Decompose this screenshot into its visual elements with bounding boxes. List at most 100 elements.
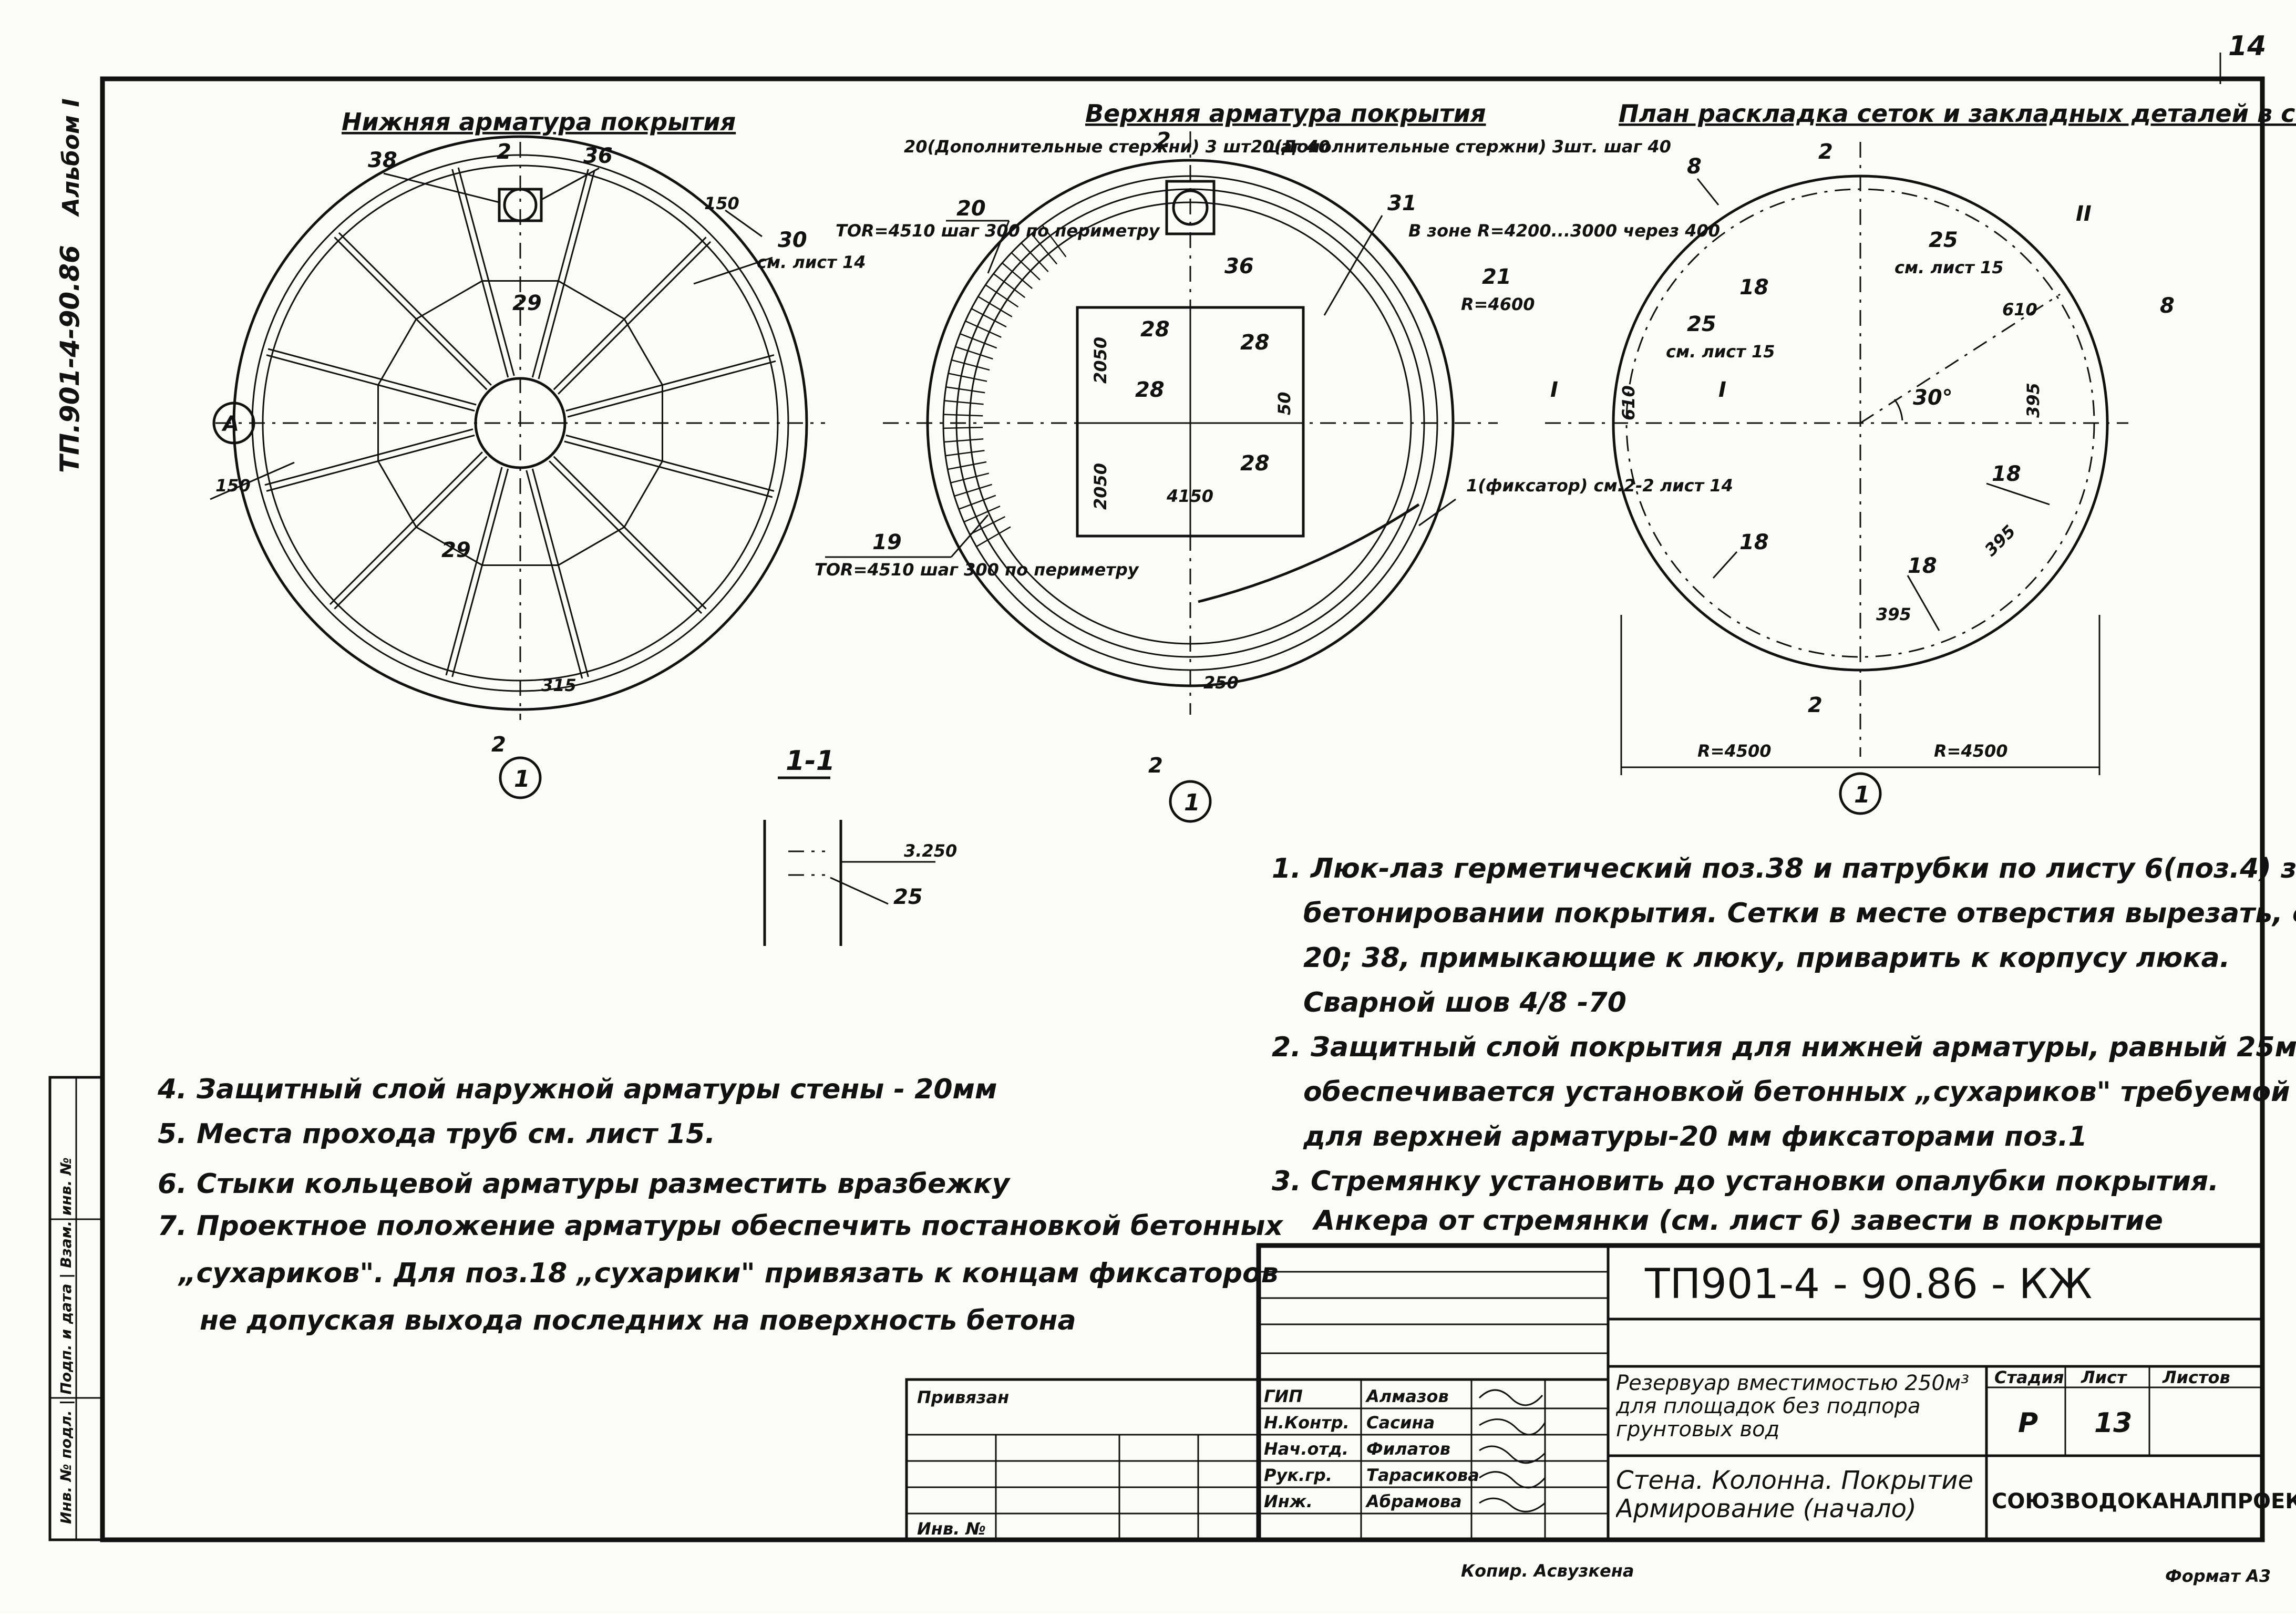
svg-text:В зоне R=4200...3000 через 400: В зоне R=4200...3000 через 400	[1408, 221, 1720, 241]
svg-text:Тарасикова: Тарасикова	[1366, 1465, 1479, 1485]
title-block: Привязан Инв. № ТП901-4 - 90.86 - КЖ ГИП…	[905, 1243, 2296, 1542]
svg-text:1: 1	[514, 766, 530, 792]
mesh-spoke	[334, 456, 488, 610]
svg-text:Сварной шов 4/8 -70: Сварной шов 4/8 -70	[1303, 987, 1626, 1018]
svg-text:Алмазов: Алмазов	[1365, 1386, 1449, 1406]
mesh-spoke	[538, 170, 595, 379]
side-album: Альбом I	[58, 98, 85, 217]
hatch-bar	[985, 284, 1019, 308]
hatch-bar	[1042, 224, 1067, 258]
svg-text:29: 29	[512, 291, 542, 315]
svg-text:28: 28	[1240, 451, 1270, 476]
mesh-chord	[416, 526, 483, 566]
svg-text:Абрамова: Абрамова	[1365, 1491, 1462, 1511]
page-number: 14	[2228, 30, 2266, 62]
mesh-spoke	[549, 460, 703, 614]
hatch-bar	[945, 450, 985, 457]
hatch-bar	[965, 320, 1002, 338]
svg-text:29: 29	[441, 538, 471, 562]
svg-text:150: 150	[704, 193, 739, 213]
svg-text:2: 2	[497, 140, 511, 164]
drawing-code: ТП901-4 - 90.86 - КЖ	[1644, 1261, 2092, 1308]
hatch-bar	[1031, 233, 1058, 265]
plan-title: План раскладка сеток и закладных деталей…	[1619, 99, 2296, 128]
svg-text:395: 395	[2023, 383, 2043, 418]
svg-text:250: 250	[1203, 673, 1239, 693]
svg-text:1: 1	[1184, 789, 1200, 816]
mesh-spoke	[526, 470, 583, 679]
view-upper-reinforcement: Верхняя арматура покрытия 1 20(Дополните…	[815, 99, 1733, 823]
svg-text:36: 36	[1224, 254, 1254, 279]
svg-text:20: 20	[956, 197, 986, 221]
hatch-bar	[960, 333, 997, 349]
svg-text:4. Защитный слой наружной арма: 4. Защитный слой наружной арматуры стены…	[157, 1074, 997, 1105]
mesh-spoke	[267, 348, 477, 406]
mesh-spoke	[338, 232, 492, 386]
svg-text:2050: 2050	[1090, 463, 1110, 510]
lower-axis-a: А	[221, 412, 239, 436]
svg-text:20(Дополнительные стержни) 3шт: 20(Дополнительные стержни) 3шт. шаг 40	[1251, 137, 1671, 157]
hatch-bar	[993, 273, 1026, 299]
svg-text:20(Дополнительные стержни) 3 ш: 20(Дополнительные стержни) 3 шт. шаг 40	[904, 137, 1330, 157]
lower-outer-ring	[232, 135, 808, 711]
mesh-chord	[377, 460, 417, 528]
svg-text:610: 610	[1619, 385, 1639, 420]
svg-text:Н.Контр.: Н.Контр.	[1264, 1413, 1350, 1433]
privyazan-label: Привязан	[917, 1387, 1009, 1407]
hatch-bar	[951, 359, 990, 371]
svg-text:2: 2	[1156, 128, 1171, 152]
svg-text:R=4500: R=4500	[1697, 741, 1772, 761]
lower-title: Нижняя арматура покрытия	[342, 108, 736, 136]
mesh-spoke	[445, 467, 503, 676]
sheet-number: 13	[2094, 1407, 2132, 1439]
svg-text:8: 8	[2160, 294, 2175, 318]
svg-text:6. Стыки кольцевой арматуры ра: 6. Стыки кольцевой арматуры разместить в…	[158, 1168, 1011, 1200]
copied-by: Копир. Асвузкена	[1461, 1561, 1634, 1581]
svg-text:Лист: Лист	[2081, 1367, 2128, 1387]
mesh-spoke	[451, 169, 509, 378]
svg-text:обеспечивается установкой бето: обеспечивается установкой бетонных „суха…	[1303, 1076, 2296, 1108]
svg-text:31: 31	[1387, 191, 1417, 215]
svg-text:ТОR=4510 шаг 300 по периметру: ТОR=4510 шаг 300 по периметру	[815, 560, 1139, 580]
side-stamp: ТП.901-4-90.86 Альбом I Инв. № подл. | П…	[48, 98, 104, 1541]
svg-text:3. Стремянку установить до уст: 3. Стремянку установить до установки опа…	[1272, 1166, 2219, 1197]
svg-text:1. Люк-лаз герметический поз.3: 1. Люк-лаз герметический поз.38 и патруб…	[1272, 853, 2296, 884]
mesh-spoke	[553, 236, 707, 390]
hatch-bar	[948, 461, 987, 470]
hatch-bar	[976, 526, 1011, 548]
svg-text:21: 21	[1482, 265, 1511, 289]
sheet-title-box: Стена. Колонна. Покрытие Армирование (на…	[1616, 1466, 1973, 1523]
hatch-bar	[971, 308, 1007, 328]
svg-text:для верхней арматуры-20 мм фик: для верхней арматуры-20 мм фиксаторами п…	[1303, 1121, 2087, 1152]
svg-text:2: 2	[1148, 754, 1163, 778]
svg-text:28: 28	[1140, 317, 1170, 342]
svg-text:28: 28	[1135, 378, 1165, 402]
mesh-chord	[558, 526, 625, 566]
mesh-chord	[558, 280, 625, 320]
svg-text:25: 25	[893, 885, 923, 909]
svg-text:38: 38	[368, 148, 397, 172]
hatch-bar	[943, 414, 983, 417]
svg-text:5. Места прохода труб см. лист: 5. Места прохода труб см. лист 15.	[158, 1118, 715, 1150]
svg-text:28: 28	[1240, 331, 1270, 355]
svg-text:1(фиксатор) см.2-2 лист 14: 1(фиксатор) см.2-2 лист 14	[1466, 476, 1733, 496]
svg-text:20; 38, примыкающие к люку, пр: 20; 38, примыкающие к люку, приварить к …	[1303, 942, 2230, 974]
svg-text:150: 150	[215, 476, 251, 496]
svg-text:1: 1	[1854, 781, 1870, 808]
svg-text:18: 18	[1908, 554, 1937, 578]
svg-text:Рук.гр.: Рук.гр.	[1264, 1465, 1332, 1485]
svg-text:см. лист 15: см. лист 15	[1666, 342, 1775, 362]
mesh-chord	[623, 460, 663, 528]
mesh-spoke	[457, 167, 515, 376]
svg-text:ТОR=4510 шаг 300 по периметру: ТОR=4510 шаг 300 по периметру	[836, 221, 1160, 241]
organization: СОЮЗВОДОКАНАЛПРОЕКТ	[1992, 1489, 2296, 1514]
svg-text:4150: 4150	[1166, 486, 1213, 506]
hatch-bar	[959, 495, 996, 510]
svg-text:I: I	[1550, 378, 1558, 402]
mesh-chord	[623, 318, 663, 386]
svg-text:30: 30	[778, 228, 807, 252]
upper-title: Верхняя арматура покрытия	[1085, 99, 1486, 128]
section-title: 1-1	[786, 745, 835, 777]
view-lower-reinforcement: Нижняя арматура покрытия А 1 38 36 2 150…	[210, 108, 866, 799]
